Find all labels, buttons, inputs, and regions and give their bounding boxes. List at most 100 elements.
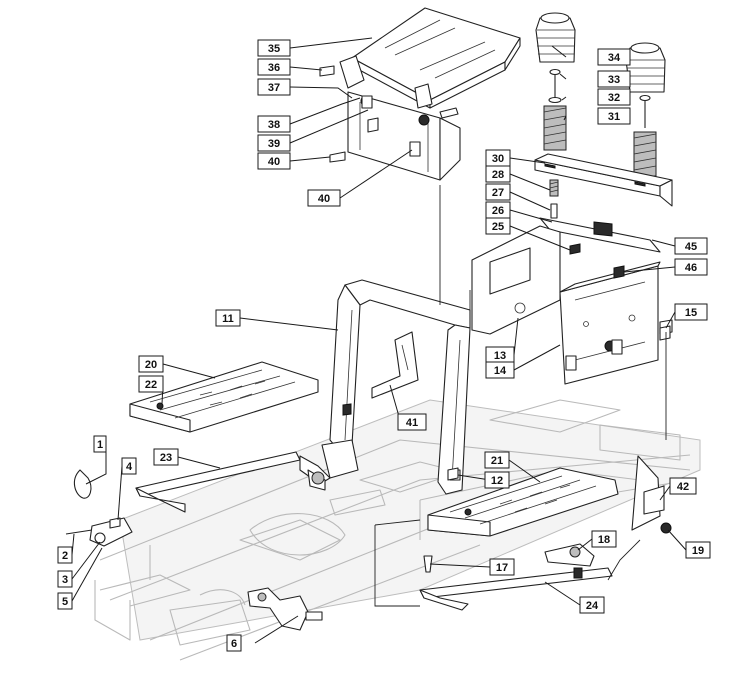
- footrest-right: [427, 467, 619, 537]
- callout-45: 45: [674, 237, 708, 255]
- callout-number: 32: [608, 92, 620, 104]
- hinge-assembly: [65, 469, 133, 547]
- callout-37: 37: [257, 78, 291, 96]
- callout-box: [669, 477, 697, 495]
- callout-number: 23: [160, 452, 172, 464]
- callout-box: [257, 78, 291, 96]
- callout-number: 31: [608, 111, 620, 123]
- seat-rail: [534, 153, 673, 207]
- callout-19: 19: [685, 541, 711, 559]
- callout-box: [597, 48, 631, 66]
- callout-21: 21: [484, 451, 510, 469]
- brace-24: [419, 543, 613, 611]
- callout-box: [485, 361, 515, 379]
- callout-number: 33: [608, 74, 620, 86]
- callout-box: [153, 448, 179, 466]
- callout-box: [685, 541, 711, 559]
- callout-42: 42: [669, 477, 697, 495]
- callout-box: [674, 303, 708, 321]
- callout-number: 5: [62, 596, 68, 608]
- spring-covers: [535, 12, 666, 93]
- callout-box: [597, 107, 631, 125]
- callout-39: 39: [257, 134, 291, 152]
- callout-number: 40: [268, 156, 280, 168]
- callout-box: [215, 309, 241, 327]
- callout-box: [674, 237, 708, 255]
- callout-number: 27: [492, 187, 504, 199]
- callout-box: [484, 451, 510, 469]
- callout-23: 23: [153, 448, 179, 466]
- callout-box: [257, 39, 291, 57]
- callout-number: 34: [608, 52, 621, 64]
- callout-number: 41: [406, 417, 418, 429]
- callout-number: 3: [62, 574, 68, 586]
- callout-28: 28: [485, 165, 511, 183]
- callout-box: [138, 355, 164, 373]
- callout-box: [257, 152, 291, 170]
- callout-38: 38: [257, 115, 291, 133]
- small-fasteners: [423, 325, 671, 573]
- callout-number: 35: [268, 43, 280, 55]
- callout-11: 11: [215, 309, 241, 327]
- callout-box: [57, 570, 73, 588]
- callout-number: 39: [268, 138, 280, 150]
- callout-box: [257, 115, 291, 133]
- callout-box: [674, 258, 708, 276]
- callout-18: 18: [591, 530, 617, 548]
- callout-box: [257, 134, 291, 152]
- callout-33: 33: [597, 70, 631, 88]
- roll-frame: [321, 279, 471, 495]
- callout-1: 1: [93, 435, 107, 453]
- callout-34: 34: [597, 48, 631, 66]
- callout-17: 17: [489, 558, 515, 576]
- callout-box: [597, 70, 631, 88]
- callout-13: 13: [485, 346, 515, 364]
- callout-40b: 40: [307, 189, 341, 207]
- callout-26: 26: [485, 201, 511, 219]
- callout-27: 27: [485, 183, 511, 201]
- callout-32: 32: [597, 88, 631, 106]
- callout-number: 13: [494, 350, 506, 362]
- seat-springs: [543, 68, 657, 177]
- callout-24: 24: [579, 596, 605, 614]
- callout-box: [397, 413, 427, 431]
- callout-35: 35: [257, 39, 291, 57]
- callout-3: 3: [57, 570, 73, 588]
- callout-4: 4: [121, 457, 137, 475]
- callout-number: 1: [97, 439, 103, 451]
- callout-number: 24: [586, 600, 599, 612]
- callout-number: 25: [492, 221, 504, 233]
- callout-15: 15: [674, 303, 708, 321]
- callout-6: 6: [226, 634, 242, 652]
- callout-41: 41: [397, 413, 427, 431]
- callout-25: 25: [485, 217, 511, 235]
- callout-box: [93, 435, 107, 453]
- small-spring: [549, 179, 559, 219]
- callout-box: [121, 457, 137, 475]
- callout-box: [579, 596, 605, 614]
- callout-box: [226, 634, 242, 652]
- callout-number: 37: [268, 82, 280, 94]
- callout-31: 31: [597, 107, 631, 125]
- callout-labels: 35 36 37 38 39 40 40 34 33 32 31 30 28 2…: [57, 39, 711, 652]
- callout-number: 20: [145, 359, 157, 371]
- assembly-guides: [374, 185, 667, 607]
- callout-20: 20: [138, 355, 164, 373]
- callout-number: 12: [491, 475, 503, 487]
- callout-box: [485, 165, 511, 183]
- footrest-left: [129, 361, 319, 433]
- callout-number: 2: [62, 550, 68, 562]
- callout-box: [257, 58, 291, 76]
- callout-46: 46: [674, 258, 708, 276]
- callout-number: 6: [231, 638, 237, 650]
- callout-22: 22: [138, 375, 164, 393]
- callout-box: [591, 530, 617, 548]
- callout-box: [57, 592, 73, 610]
- callout-number: 26: [492, 205, 504, 217]
- callout-number: 40: [318, 193, 330, 205]
- callout-box: [489, 558, 515, 576]
- callout-5: 5: [57, 592, 73, 610]
- callout-number: 17: [496, 562, 508, 574]
- callout-36: 36: [257, 58, 291, 76]
